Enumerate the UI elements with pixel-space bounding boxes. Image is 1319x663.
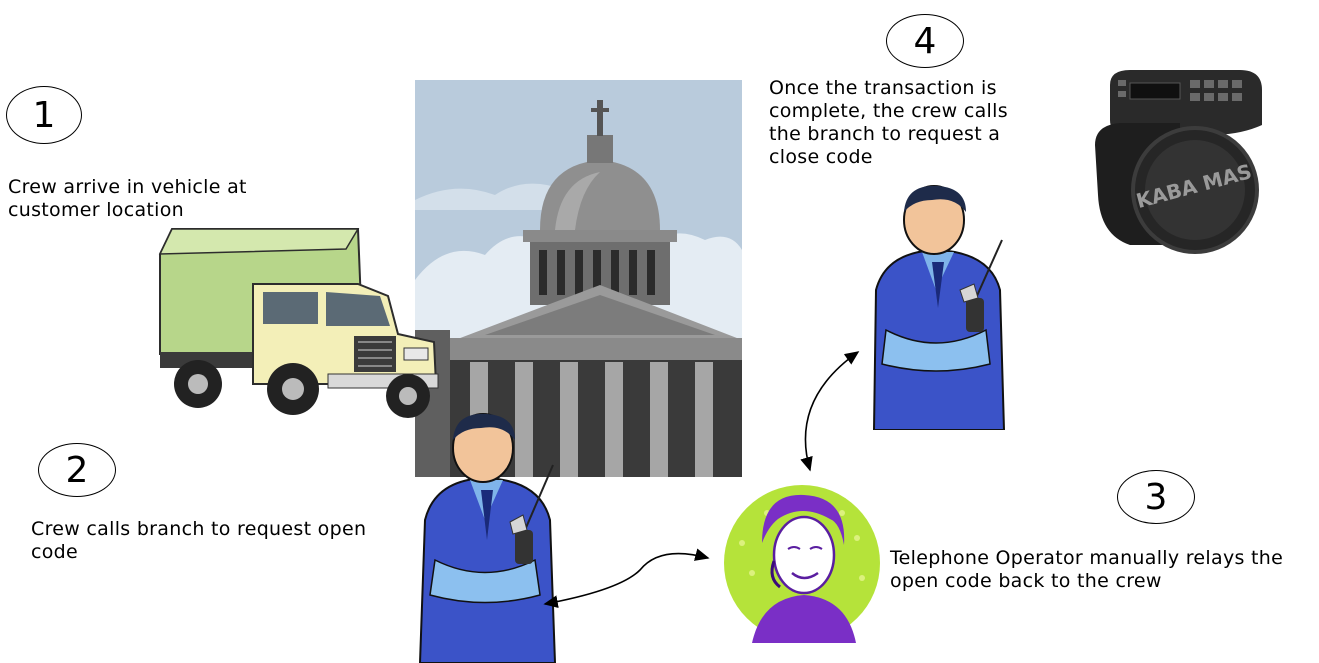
crew-member-close-code-image: [868, 180, 1013, 430]
kaba-mas-lock-image: KABA MAS: [1090, 65, 1272, 255]
step-2-number: 2: [38, 443, 116, 497]
step-1-caption: Crew arrive in vehicle at customer locat…: [8, 176, 247, 221]
step-3-caption: Telephone Operator manually relays the o…: [890, 547, 1284, 592]
step-4-caption: Once the transaction is complete, the cr…: [769, 77, 1008, 168]
telephone-operator-image: [722, 483, 882, 643]
arrow-operator-crew: [800, 351, 860, 472]
step-4-number: 4: [886, 14, 964, 68]
step-1-number: 1: [6, 86, 82, 144]
crew-member-with-radio-image: [415, 410, 565, 663]
step-2-caption: Crew calls branch to request open code: [31, 518, 367, 563]
step-3-number: 3: [1117, 470, 1195, 524]
crew-truck-image: [158, 224, 440, 420]
arrow-crew-operator: [543, 548, 710, 608]
